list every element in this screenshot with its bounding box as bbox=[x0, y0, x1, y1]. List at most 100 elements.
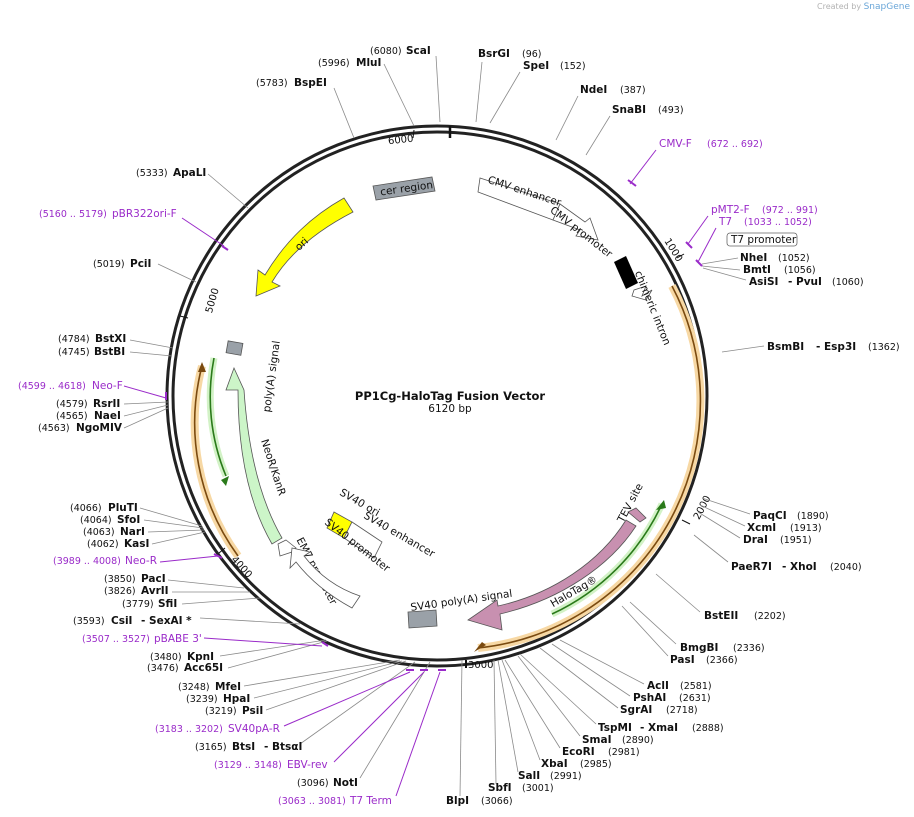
svg-text:XcmI: XcmI bbox=[747, 522, 776, 534]
svg-text:(3248): (3248) bbox=[178, 682, 210, 693]
enzyme-tspmi: TspMI - XmaI (2888) bbox=[519, 653, 724, 734]
halotag-orf-arrowhead bbox=[474, 642, 486, 652]
primer-neo-f: (4599 .. 4618)Neo-F bbox=[18, 380, 167, 400]
svg-text:(2888): (2888) bbox=[692, 723, 724, 734]
svg-text:AclI: AclI bbox=[647, 680, 669, 692]
svg-text:(1913): (1913) bbox=[790, 523, 822, 534]
primer-pbabe-3: (3507 .. 3527)pBABE 3' bbox=[82, 633, 329, 647]
svg-text:(3063 .. 3081): (3063 .. 3081) bbox=[278, 796, 346, 807]
halotag-green-arc bbox=[551, 503, 663, 615]
svg-text:CMV-F: CMV-F bbox=[659, 138, 692, 150]
primer-t7-term: (3063 .. 3081)T7 Term bbox=[278, 669, 446, 807]
svg-text:- XmaI: - XmaI bbox=[640, 722, 678, 734]
svg-text:XbaI: XbaI bbox=[541, 758, 568, 770]
brand-name: SnapGene bbox=[863, 2, 910, 12]
svg-text:PluTI: PluTI bbox=[108, 502, 138, 514]
enzyme-noti: (3096)NotI bbox=[297, 661, 431, 789]
svg-text:(152): (152) bbox=[560, 61, 586, 72]
enzyme-spei: SpeI(152) bbox=[489, 60, 586, 124]
svg-text:SalI: SalI bbox=[518, 770, 540, 782]
neor-orf-arc bbox=[193, 365, 239, 557]
svg-text:T7 Term: T7 Term bbox=[349, 795, 392, 807]
enzyme-hpai: (3239)HpaI bbox=[186, 660, 403, 705]
svg-text:BmgBI: BmgBI bbox=[680, 642, 718, 654]
enzyme-paqci: PaqCI(1890) bbox=[701, 497, 829, 522]
primer-t7: T7(1033 .. 1052) bbox=[695, 216, 812, 267]
svg-text:(493): (493) bbox=[658, 105, 684, 116]
svg-text:(4565): (4565) bbox=[56, 411, 88, 422]
svg-text:DraI: DraI bbox=[743, 534, 768, 546]
brand-prefix: Created by bbox=[817, 2, 862, 11]
svg-text:(4579): (4579) bbox=[56, 399, 88, 410]
svg-text:KasI: KasI bbox=[124, 538, 149, 550]
enzyme-smai: SmaI(2890) bbox=[517, 655, 654, 746]
enzyme-ndei: NdeI(387) bbox=[555, 84, 646, 141]
svg-text:BstEII: BstEII bbox=[704, 610, 738, 622]
svg-text:(3826): (3826) bbox=[104, 586, 136, 597]
svg-text:pBR322ori-F: pBR322ori-F bbox=[112, 208, 177, 220]
svg-text:(5333): (5333) bbox=[136, 168, 168, 179]
svg-text:(4062): (4062) bbox=[87, 539, 119, 550]
svg-text:MluI: MluI bbox=[356, 57, 381, 69]
enzyme-sali: SalI (2991) bbox=[497, 659, 582, 782]
tick-3000: 3000 bbox=[465, 660, 493, 671]
svg-text:SV40pA-R: SV40pA-R bbox=[228, 723, 280, 735]
svg-text:NaeI: NaeI bbox=[94, 410, 121, 422]
svg-text:NeoR/KanR: NeoR/KanR bbox=[258, 438, 288, 498]
plasmid-name: PP1Cg-HaloTag Fusion Vector bbox=[355, 389, 546, 403]
svg-text:- Esp3I: - Esp3I bbox=[816, 341, 856, 353]
enzyme-naei: (4565) NaeI bbox=[56, 404, 169, 422]
svg-text:(3066): (3066) bbox=[481, 796, 513, 807]
svg-text:(3239): (3239) bbox=[186, 694, 218, 705]
svg-text:(1060): (1060) bbox=[832, 277, 864, 288]
svg-text:(3165): (3165) bbox=[195, 742, 227, 753]
neor-orf-arrowhead bbox=[198, 362, 206, 372]
svg-text:(3480): (3480) bbox=[150, 652, 182, 663]
svg-text:(2981): (2981) bbox=[608, 747, 640, 758]
snapgene-brand: Created by SnapGene bbox=[817, 2, 910, 12]
svg-text:chimeric intron: chimeric intron bbox=[632, 269, 673, 347]
svg-text:(3183 .. 3202): (3183 .. 3202) bbox=[155, 724, 223, 735]
enzyme-sgrai: SgrAI(2718) bbox=[539, 647, 698, 716]
svg-text:NarI: NarI bbox=[120, 526, 145, 538]
enzyme-kasi: (4062) KasI bbox=[87, 531, 206, 550]
feature-chimeric-intron: chimeric intron bbox=[614, 256, 673, 347]
svg-text:SfoI: SfoI bbox=[117, 514, 140, 526]
svg-text:(5019): (5019) bbox=[93, 259, 125, 270]
plasmid-length: 6120 bp bbox=[428, 403, 472, 415]
enzyme-bsrgi: BsrGI(96) bbox=[475, 48, 542, 123]
svg-text:(3096): (3096) bbox=[297, 778, 329, 789]
svg-text:CMV promoter: CMV promoter bbox=[548, 204, 616, 260]
svg-text:(96): (96) bbox=[522, 49, 542, 60]
primer-pbr322ori-f: (5160 .. 5179)pBR322ori-F bbox=[39, 208, 229, 251]
svg-text:(2991): (2991) bbox=[550, 771, 582, 782]
enzyme-sfoi: (4064)SfoI bbox=[80, 514, 204, 529]
enzyme-ecori: EcoRI (2981) bbox=[504, 659, 640, 758]
enzyme-bspei: (5783)BspEI bbox=[256, 77, 355, 139]
svg-text:CsiI: CsiI bbox=[111, 615, 132, 627]
svg-text:TspMI: TspMI bbox=[598, 722, 632, 734]
svg-text:(4784): (4784) bbox=[58, 334, 90, 345]
svg-text:EcoRI: EcoRI bbox=[562, 746, 595, 758]
svg-text:Neo-F: Neo-F bbox=[92, 380, 123, 392]
primer-ebv-rev: (3129 .. 3148)EBV-rev bbox=[214, 669, 428, 771]
enzyme-bsmbi: BsmBI- Esp3I(1362) bbox=[721, 341, 900, 353]
svg-text:(2581): (2581) bbox=[680, 681, 712, 692]
svg-text:PciI: PciI bbox=[130, 258, 151, 270]
svg-text:SfiI: SfiI bbox=[158, 598, 177, 610]
neor-green-arrowhead bbox=[221, 476, 229, 486]
enzyme-csii: (3593)CsiI- SexAI * bbox=[73, 615, 301, 627]
svg-text:(4066): (4066) bbox=[70, 503, 102, 514]
svg-text:(1951): (1951) bbox=[780, 535, 812, 546]
enzyme-sbfi: SbfI(3001) bbox=[488, 659, 554, 794]
feature-cmv-promoter: CMV promoter bbox=[548, 203, 616, 261]
svg-text:BtsI: BtsI bbox=[232, 741, 255, 753]
enzyme-psii: (3219)PsiI bbox=[205, 660, 407, 717]
svg-text:NheI: NheI bbox=[740, 252, 767, 264]
enzyme-scai: (6080)ScaI bbox=[370, 45, 441, 123]
feature-tev-site: TEV site bbox=[615, 481, 647, 526]
svg-text:KpnI: KpnI bbox=[187, 651, 214, 663]
neor-green-highlight bbox=[206, 357, 230, 478]
svg-text:PacI: PacI bbox=[141, 573, 166, 585]
svg-text:MfeI: MfeI bbox=[215, 681, 241, 693]
